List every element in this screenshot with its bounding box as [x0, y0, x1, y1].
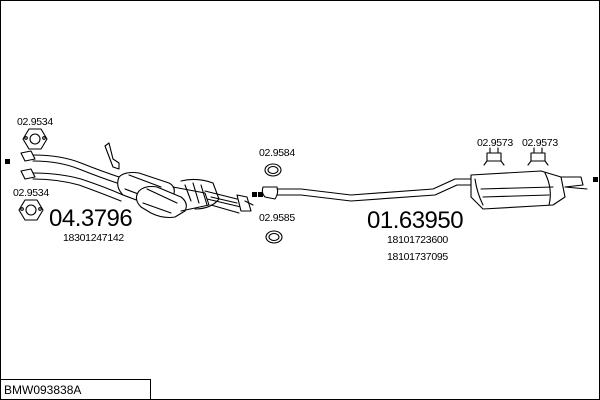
hanger-left-label: 02.9573: [477, 137, 513, 149]
hanger-right-label: 02.9573: [522, 137, 558, 149]
ring-top-label: 02.9584: [259, 147, 295, 159]
front-oe-number: 18301247142: [63, 232, 124, 244]
ring-bottom-icon: [265, 230, 283, 244]
hanger-left-icon: [483, 147, 505, 166]
rear-part-number: 01.63950: [367, 207, 464, 234]
gasket-top-icon: [22, 128, 48, 150]
front-pipe-icon: [20, 142, 254, 219]
connector-mark-middle-right: [258, 192, 263, 197]
gasket-bottom-icon: [18, 199, 44, 221]
ring-bottom-label: 02.9585: [259, 212, 295, 224]
hanger-right-icon: [527, 147, 549, 166]
front-part-number: 04.3796: [49, 205, 133, 232]
connector-mark-right: [593, 177, 598, 182]
rear-muffler-icon: [470, 170, 588, 210]
rear-oe-number-2: 18101737095: [387, 251, 448, 263]
ring-top-icon: [264, 163, 282, 177]
gasket-bottom-label: 02.9534: [13, 187, 49, 199]
rear-pipe-icon: [261, 178, 478, 202]
connector-mark-middle-left: [252, 192, 257, 197]
gasket-top-label: 02.9534: [17, 116, 53, 128]
rear-oe-number-1: 18101723600: [387, 234, 448, 246]
connector-mark-left: [5, 159, 10, 164]
assembly-code: BMW093838A: [1, 379, 151, 399]
